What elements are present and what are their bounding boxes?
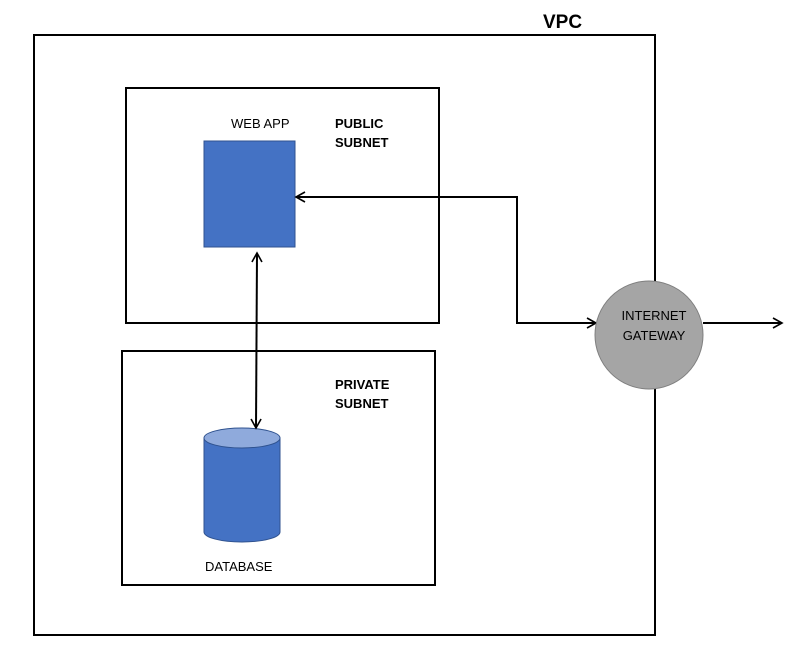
- vpc-boundary: [33, 34, 656, 636]
- internet-gateway-label-line1: INTERNET: [621, 308, 687, 323]
- database-label: DATABASE: [205, 559, 273, 574]
- database-cylinder: [203, 427, 281, 543]
- webapp-gateway-connector: [294, 191, 598, 329]
- web-app-label: WEB APP: [231, 116, 290, 131]
- public-subnet-label-line1: PUBLIC: [335, 116, 384, 131]
- private-subnet-label-line1: PRIVATE: [335, 377, 390, 392]
- private-subnet-label-line2: SUBNET: [335, 396, 389, 411]
- internet-gateway-label: INTERNET GATEWAY: [596, 306, 712, 346]
- internet-gateway-label-line2: GATEWAY: [622, 328, 686, 343]
- webapp-database-connector: [250, 251, 263, 430]
- public-subnet-label-line2: SUBNET: [335, 135, 389, 150]
- vpc-label: VPC: [543, 12, 583, 33]
- internet-gateway-circle: [594, 280, 704, 390]
- private-subnet-box: [121, 350, 436, 586]
- web-app-block: [203, 140, 296, 248]
